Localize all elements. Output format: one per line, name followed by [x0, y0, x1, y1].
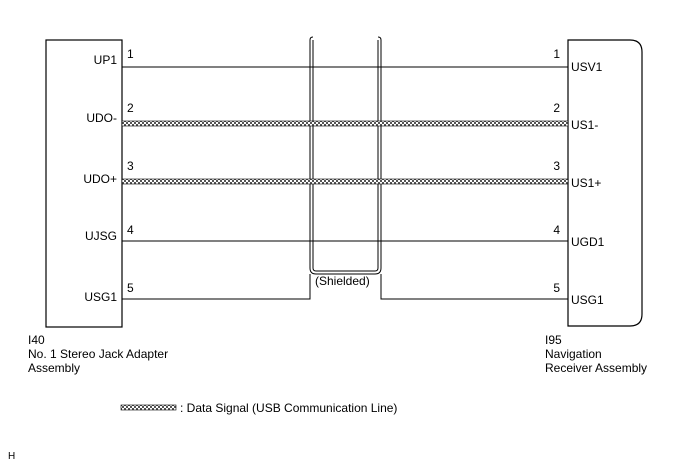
legend-swatch: [120, 404, 177, 411]
right-pin-label: USG1: [571, 293, 604, 307]
left-pin-number: 2: [127, 101, 134, 115]
right-connector-name: Receiver Assembly: [545, 361, 647, 375]
wire-2-data: [121, 120, 569, 127]
right-pin-number: 1: [553, 47, 560, 61]
shield-tube: [309, 36, 382, 275]
left-pin-number: 4: [127, 223, 134, 237]
shield-label: (Shielded): [315, 274, 370, 288]
left-connector-name: Assembly: [28, 361, 80, 375]
left-pin-label: UDO+: [83, 172, 117, 186]
right-connector-code: I95: [545, 333, 562, 347]
left-pin-number: 3: [127, 159, 134, 173]
left-pin-number: 1: [127, 47, 134, 61]
wire-5-right-shield: [380, 274, 568, 300]
right-pin-number: 3: [553, 159, 560, 173]
wire-5-left-shield: [122, 274, 311, 300]
right-pin-number: 5: [553, 281, 560, 295]
right-pin-label: UGD1: [571, 235, 605, 249]
right-pin-label: US1+: [571, 176, 601, 190]
right-pin-number: 4: [553, 223, 560, 237]
legend-text: : Data Signal (USB Communication Line): [180, 401, 397, 415]
left-pin-label: USG1: [84, 290, 117, 304]
left-pin-label: UP1: [94, 53, 118, 67]
left-pin-label: UJSG: [85, 229, 117, 243]
left-connector-name: No. 1 Stereo Jack Adapter: [28, 347, 168, 361]
wire-3-data: [121, 178, 569, 185]
right-connector-name: Navigation: [545, 347, 602, 361]
right-connector-box: [567, 39, 643, 327]
left-connector-box: [45, 39, 123, 328]
left-connector-code: I40: [28, 333, 45, 347]
right-pin-number: 2: [553, 101, 560, 115]
left-pin-label: UDO-: [86, 111, 117, 125]
left-pin-number: 5: [127, 281, 134, 295]
corner-mark: H: [8, 451, 15, 462]
right-pin-label: USV1: [571, 60, 603, 74]
right-pin-label: US1-: [571, 118, 598, 132]
